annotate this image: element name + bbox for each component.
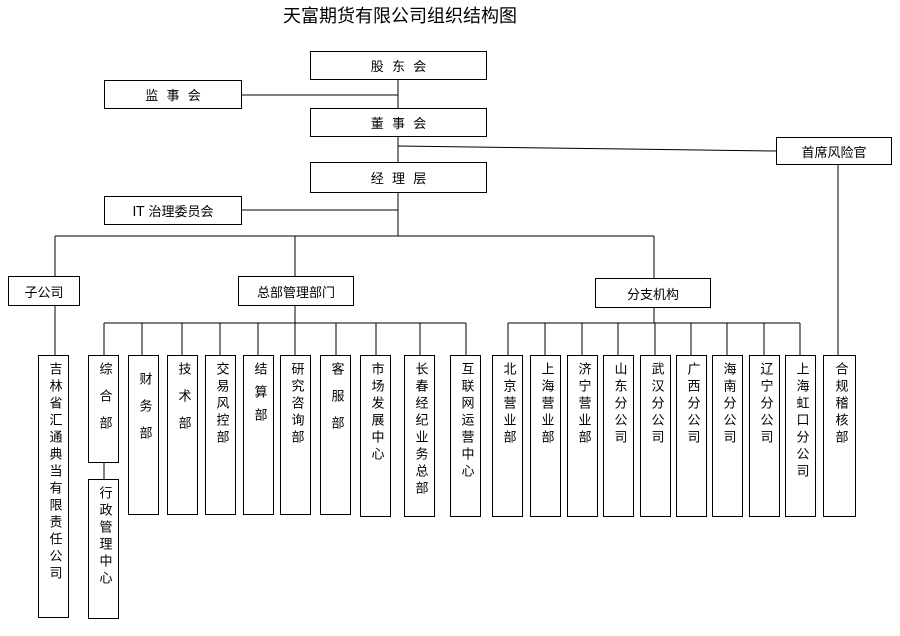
unit-customer-service-dept: 客服部 — [320, 355, 351, 515]
unit-label: 技术部 — [175, 362, 191, 443]
unit-label: 海南分公司 — [720, 362, 736, 447]
unit-label: 财务部 — [136, 372, 152, 453]
unit-label: 山东分公司 — [611, 362, 627, 447]
unit-trading-risk-dept: 交易风控部 — [205, 355, 236, 515]
management-box: 经 理 层 — [310, 162, 487, 193]
subsidiary-box: 子公司 — [8, 276, 80, 306]
branches-box: 分支机构 — [595, 278, 711, 308]
unit-wuhan-company: 武汉分公司 — [640, 355, 671, 517]
unit-jilin-huitong: 吉林省汇通典当有限责任公司 — [38, 355, 69, 618]
shareholders-box: 股 东 会 — [310, 51, 487, 80]
unit-label: 结算部 — [251, 362, 267, 431]
shareholders-label: 股 东 会 — [370, 60, 427, 75]
unit-jining-branch: 济宁营业部 — [567, 355, 598, 517]
unit-label: 行政管理中心 — [96, 486, 112, 588]
unit-label: 武汉分公司 — [648, 362, 664, 447]
it-committee-label: IT 治理委员会 — [132, 205, 214, 220]
unit-settlement-dept: 结算部 — [243, 355, 274, 515]
branches-label: 分支机构 — [626, 287, 679, 303]
unit-label: 综合部 — [96, 362, 112, 443]
unit-label: 辽宁分公司 — [757, 362, 773, 447]
unit-label: 广西分公司 — [684, 362, 700, 447]
unit-shandong-company: 山东分公司 — [603, 355, 634, 517]
unit-guangxi-company: 广西分公司 — [676, 355, 707, 517]
board-box: 董 事 会 — [310, 108, 487, 137]
unit-label: 济宁营业部 — [575, 362, 591, 447]
unit-label: 北京营业部 — [500, 362, 516, 447]
unit-liaoning-company: 辽宁分公司 — [749, 355, 780, 517]
unit-label: 上海营业部 — [538, 362, 554, 447]
unit-label: 互联网运营中心 — [458, 362, 474, 481]
hq-box: 总部管理部门 — [238, 276, 354, 306]
page-title: 天富期货有限公司组织结构图 — [283, 6, 517, 27]
unit-shanghai-hongkou-company: 上海虹口分公司 — [785, 355, 816, 517]
unit-shanghai-branch: 上海营业部 — [530, 355, 561, 517]
unit-general-dept: 综合部 — [88, 355, 119, 463]
board-label: 董 事 会 — [370, 117, 427, 132]
unit-compliance-audit-dept: 合规稽核部 — [823, 355, 856, 517]
unit-label: 吉林省汇通典当有限责任公司 — [46, 362, 62, 583]
unit-beijing-branch: 北京营业部 — [492, 355, 523, 517]
hq-label: 总部管理部门 — [256, 285, 335, 301]
unit-research-dept: 研究咨询部 — [280, 355, 311, 515]
supervisors-box: 监 事 会 — [104, 80, 242, 109]
cro-label: 首席风险官 — [801, 145, 867, 161]
unit-label: 客服部 — [328, 362, 344, 443]
supervisors-label: 监 事 会 — [145, 89, 201, 104]
unit-tech-dept: 技术部 — [167, 355, 198, 515]
it-committee-box: IT 治理委员会 — [104, 196, 242, 225]
unit-label: 上海虹口分公司 — [793, 362, 809, 481]
subsidiary-label: 子公司 — [24, 285, 64, 301]
unit-label: 长春经纪业务总部 — [412, 362, 428, 498]
unit-label: 合规稽核部 — [832, 362, 848, 447]
cro-box: 首席风险官 — [776, 137, 892, 165]
unit-finance-dept: 财务部 — [128, 355, 159, 515]
unit-label: 市场发展中心 — [368, 362, 384, 464]
unit-label: 交易风控部 — [213, 362, 229, 447]
unit-internet-ops-center: 互联网运营中心 — [450, 355, 481, 517]
management-label: 经 理 层 — [370, 172, 427, 187]
unit-hainan-company: 海南分公司 — [712, 355, 743, 517]
unit-label: 研究咨询部 — [288, 362, 304, 447]
unit-market-dev-center: 市场发展中心 — [360, 355, 391, 517]
unit-changchun-brokerage-hq: 长春经纪业务总部 — [404, 355, 435, 517]
unit-admin-center: 行政管理中心 — [88, 479, 119, 619]
